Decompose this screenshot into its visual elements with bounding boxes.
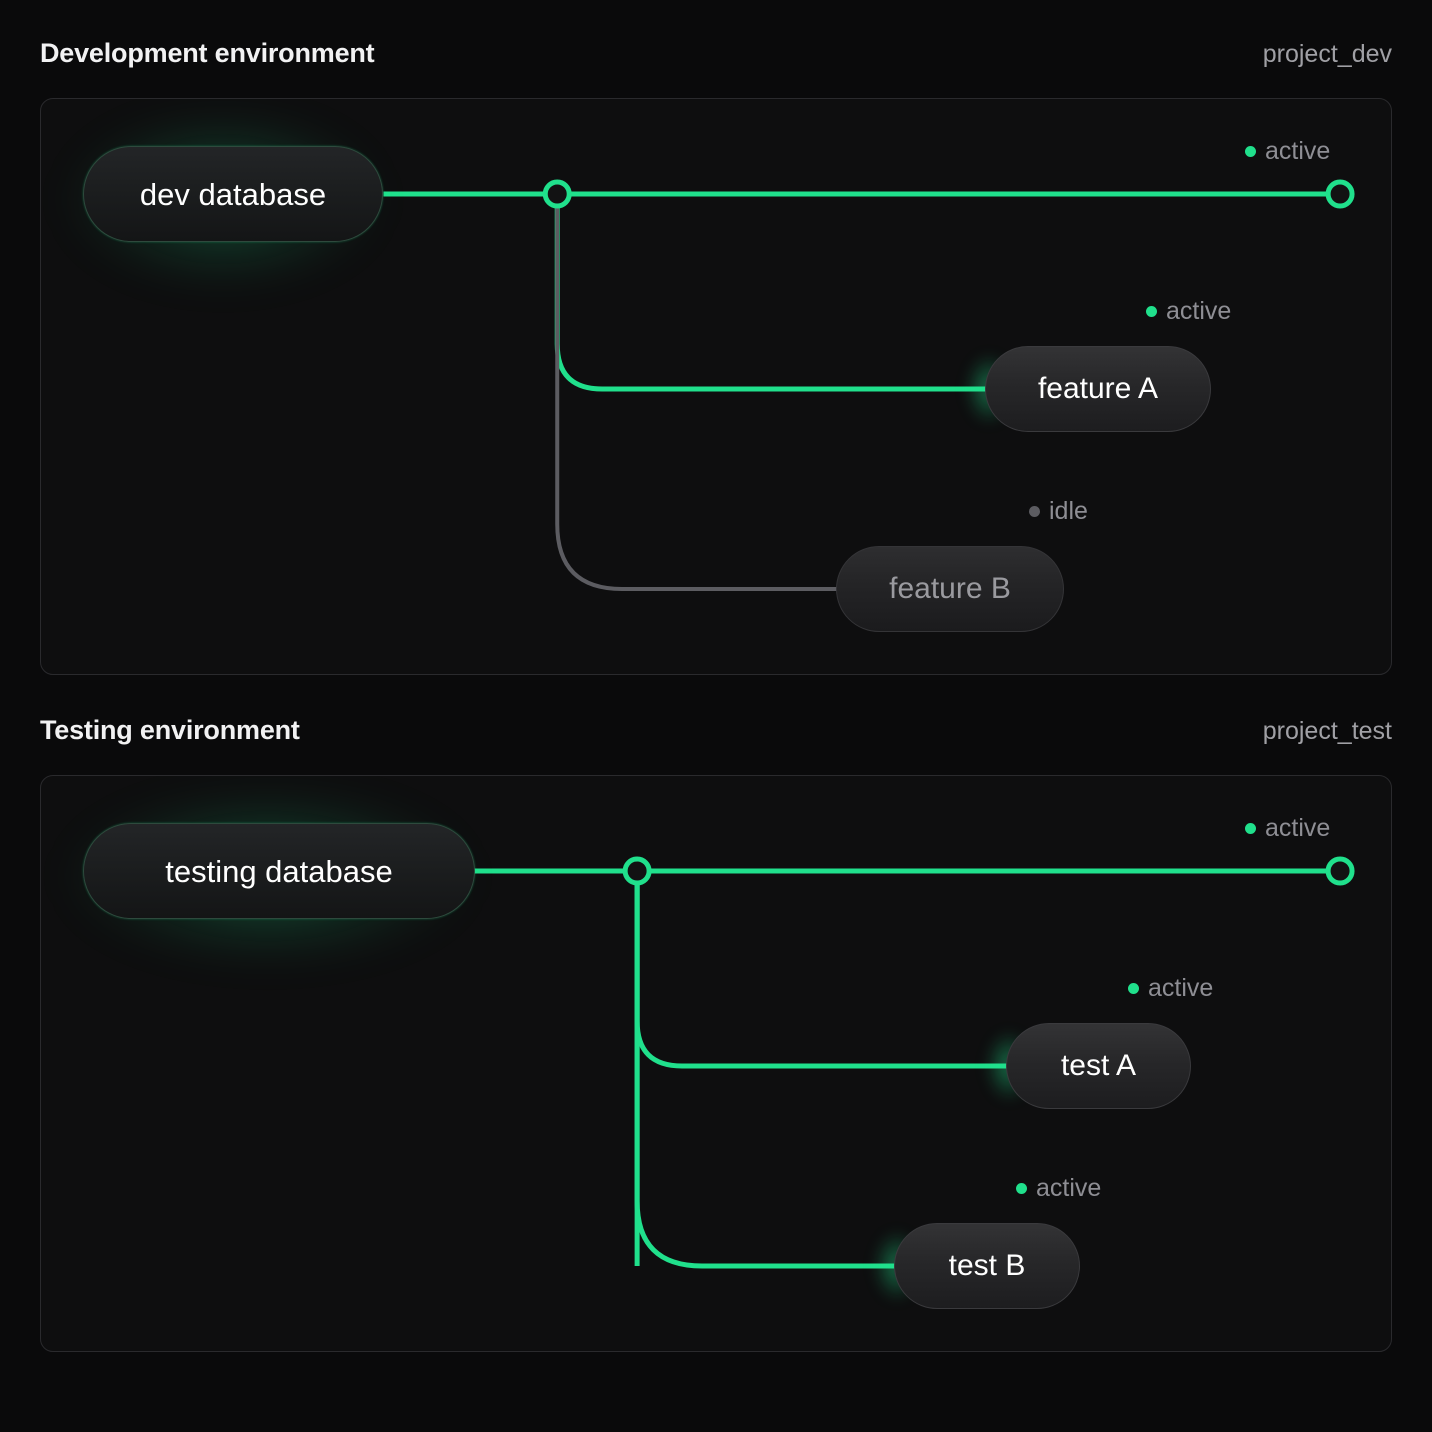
edge-to-feature-b — [555, 192, 839, 591]
status-dot-idle-icon — [1029, 506, 1040, 517]
status-dot-active-icon — [1245, 823, 1256, 834]
status-feature-a: active — [1146, 297, 1231, 326]
node-testing-database[interactable]: testing database — [83, 823, 475, 919]
node-label: feature A — [1037, 372, 1159, 405]
edge-to-test-a — [634, 868, 1010, 1069]
status-test-b: active — [1016, 1174, 1101, 1203]
node-test-b[interactable]: test B — [894, 1223, 1080, 1309]
edge-to-test-b — [634, 868, 898, 1269]
node-label: test A — [1060, 1049, 1137, 1082]
project-label-testing: project_test — [1262, 717, 1392, 745]
node-label: feature B — [889, 572, 1011, 605]
project-label-development: project_dev — [1262, 40, 1392, 68]
node-test-a[interactable]: test A — [1006, 1023, 1191, 1109]
status-label: idle — [1049, 497, 1088, 525]
status-feature-b: idle — [1029, 497, 1088, 526]
environment-card-testing: testing database active active test A ac… — [40, 775, 1392, 1352]
status-label: active — [1036, 1174, 1102, 1202]
endpoint-node-development[interactable] — [1325, 179, 1355, 209]
node-dev-database[interactable]: dev database — [83, 146, 383, 242]
status-label: active — [1166, 297, 1232, 325]
section-header-development: Development environment project_dev — [40, 0, 1392, 98]
status-endpoint-development: active — [1245, 137, 1330, 166]
node-feature-b[interactable]: feature B — [836, 546, 1064, 632]
page-title-testing: Testing environment — [40, 715, 300, 745]
status-label: active — [1265, 814, 1331, 842]
endpoint-node-testing[interactable] — [1325, 856, 1355, 886]
junction-node-development[interactable] — [542, 179, 572, 209]
status-endpoint-testing: active — [1245, 814, 1330, 843]
junction-node-testing[interactable] — [622, 856, 652, 886]
status-dot-active-icon — [1128, 983, 1139, 994]
section-header-testing: Testing environment project_test — [40, 675, 1392, 775]
edge-to-feature-a — [554, 191, 990, 392]
environment-card-development: dev database active active feature A idl… — [40, 98, 1392, 675]
status-dot-active-icon — [1016, 1183, 1027, 1194]
connection-graph-testing — [474, 856, 1355, 1269]
connection-graph-development — [383, 179, 1355, 591]
node-feature-a[interactable]: feature A — [985, 346, 1211, 432]
status-label: active — [1148, 974, 1214, 1002]
page-title-development: Development environment — [40, 38, 375, 68]
node-label: testing database — [165, 853, 393, 889]
status-dot-active-icon — [1146, 306, 1157, 317]
status-label: active — [1265, 137, 1331, 165]
node-label: dev database — [139, 176, 327, 212]
status-test-a: active — [1128, 974, 1213, 1003]
status-dot-active-icon — [1245, 146, 1256, 157]
node-label: test B — [948, 1249, 1026, 1282]
